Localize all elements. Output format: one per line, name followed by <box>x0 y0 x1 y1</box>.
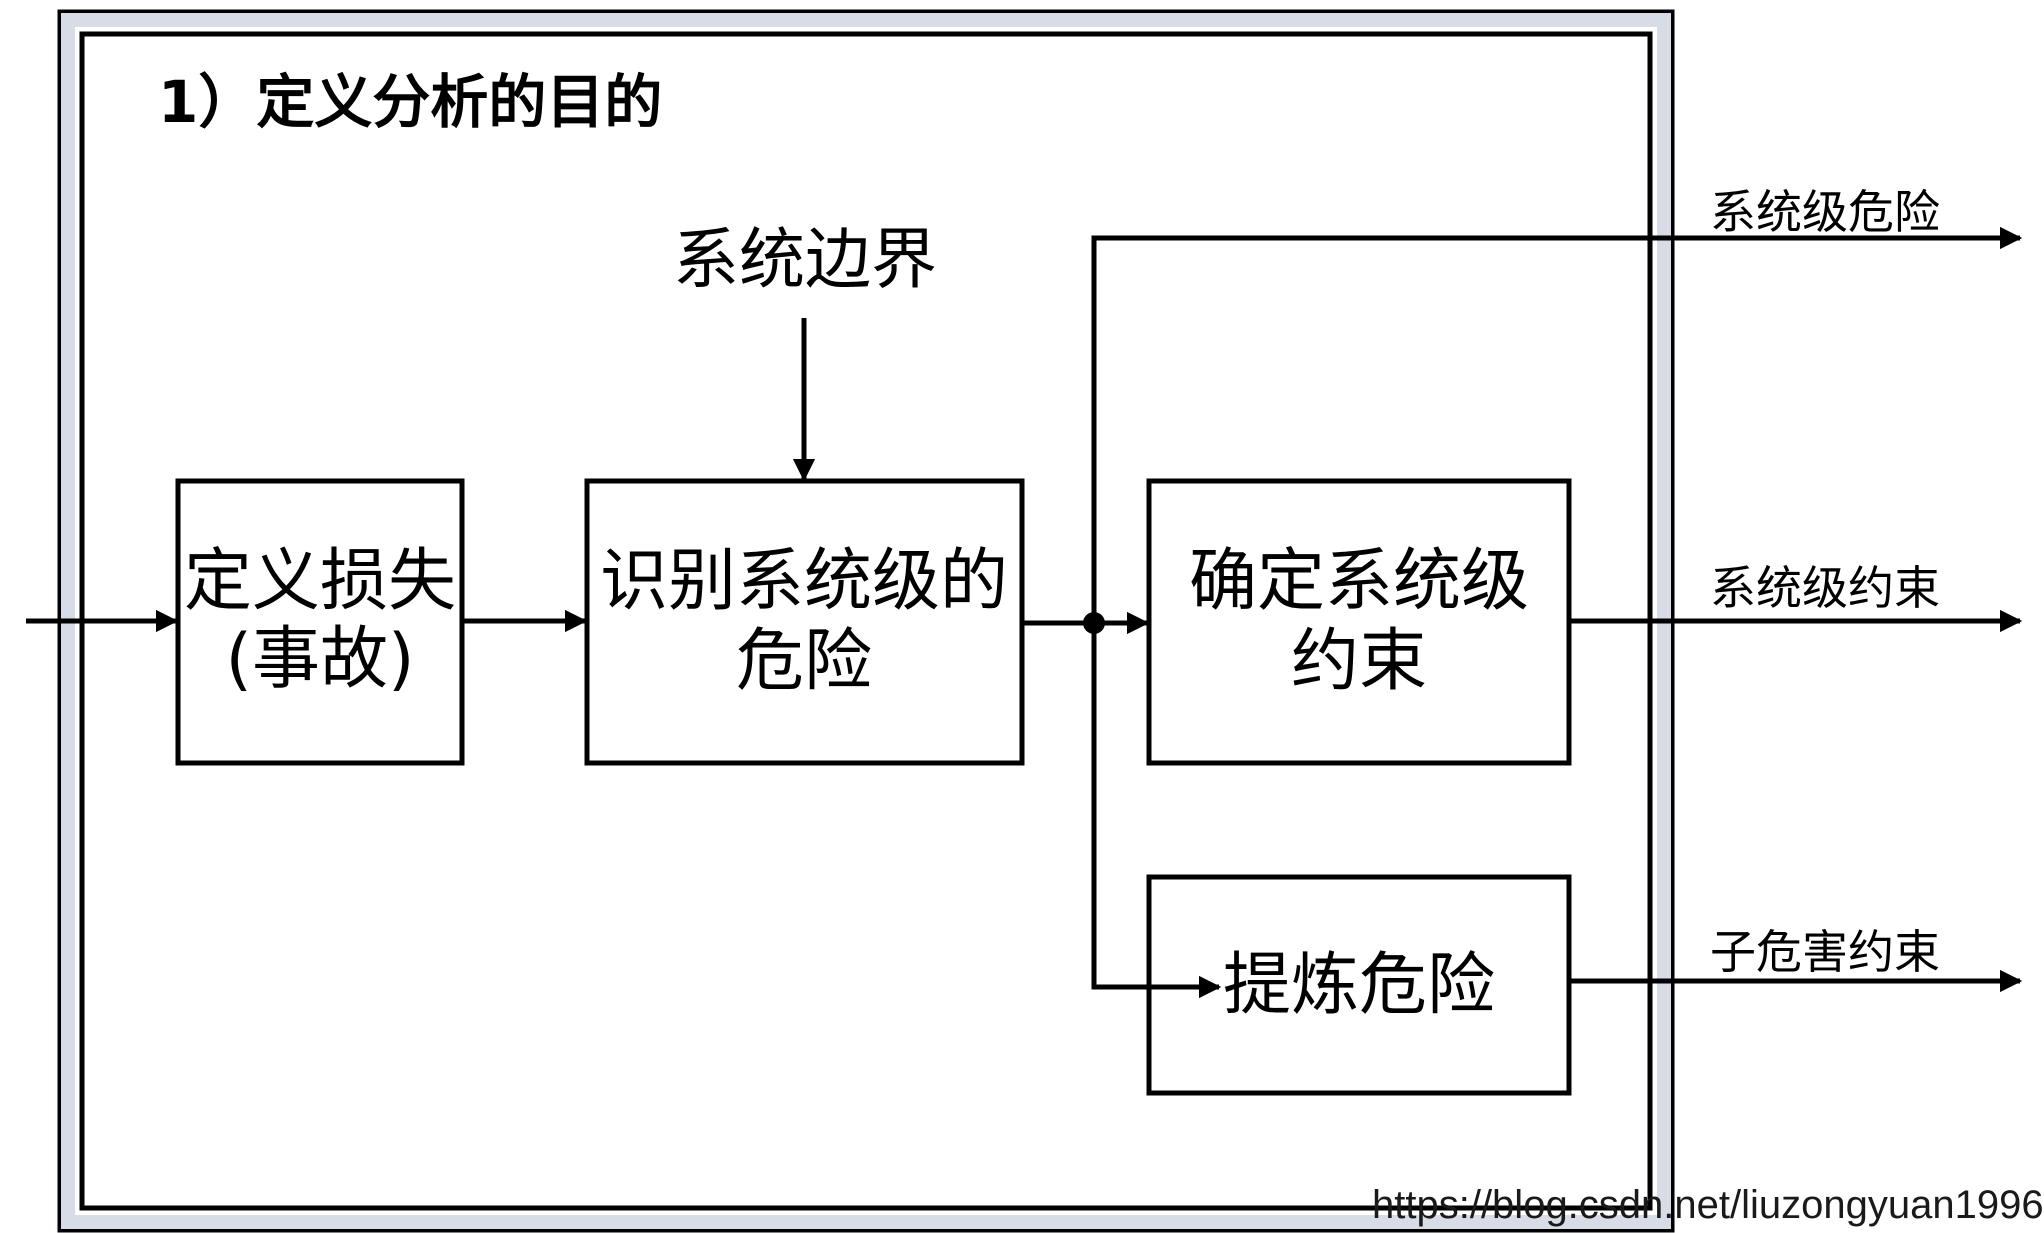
junction-to-system-hazards-arrow <box>1091 226 2023 623</box>
identify-hazards-text-2: 危险 <box>736 622 872 701</box>
watermark-url: https://blog.csdn.net/liuzongyuan1996 <box>1372 1183 2044 1227</box>
identify-hazards-text-1: 识别系统级的 <box>600 542 1008 621</box>
define-losses-box <box>175 478 465 766</box>
define-losses-text-2: (事故) <box>225 620 414 699</box>
diagram-title: 1）定义分析的目的 <box>158 68 662 136</box>
system-constraints-label: 系统级约束 <box>1710 561 1940 615</box>
define-constraints-text-2: 约束 <box>1291 622 1427 701</box>
refine-hazards-text: 提炼危险 <box>1223 946 1495 1025</box>
system-boundary-label: 系统边界 <box>673 221 937 298</box>
define-constraints-box <box>1146 478 1572 766</box>
sub-hazard-constraints-label: 子危害约束 <box>1710 925 1940 979</box>
identify-hazards-box <box>584 478 1025 766</box>
define-constraints-text-1: 确定系统级 <box>1189 542 1529 621</box>
system-hazards-label: 系统级危险 <box>1710 185 1940 239</box>
define-losses-text-1: 定义损失 <box>184 542 456 621</box>
junction-dot <box>1083 612 1105 634</box>
junction-to-refine-arrow <box>1091 623 1222 999</box>
